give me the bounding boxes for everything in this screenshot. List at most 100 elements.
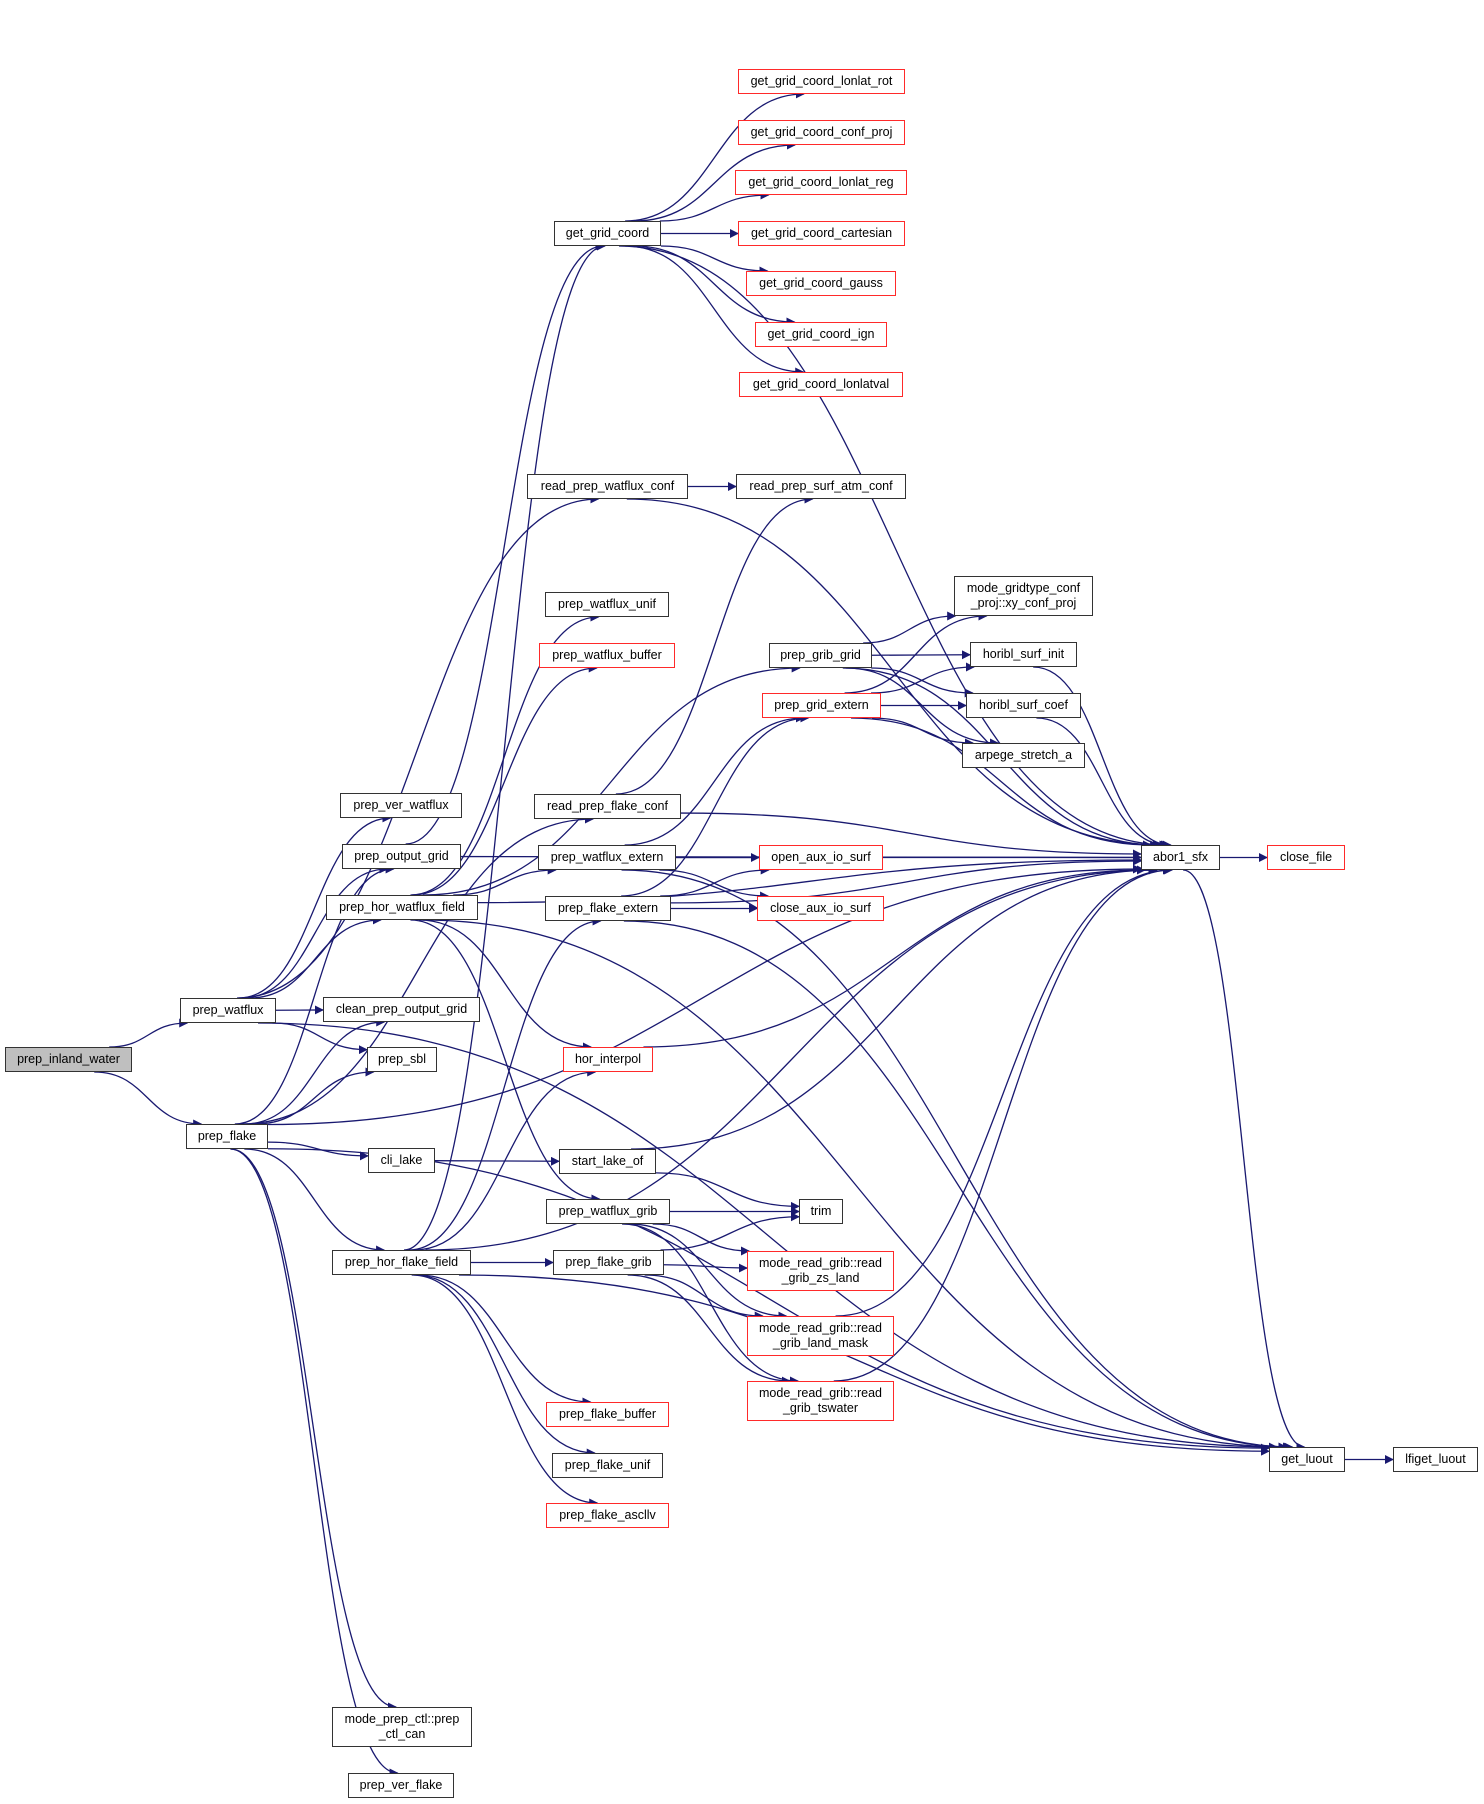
edge-prep-hor-flake-field-to-abor1-sfx <box>425 865 1158 1251</box>
node-prep-watflux-buffer[interactable]: prep_watflux_buffer <box>539 643 675 668</box>
node-gc-ign[interactable]: get_grid_coord_ign <box>755 322 887 347</box>
node-read-grib-tswater[interactable]: mode_read_grib::read _grib_tswater <box>747 1381 894 1421</box>
node-prep-hor-flake-field[interactable]: prep_hor_flake_field <box>332 1250 471 1275</box>
node-read-grib-zs-land[interactable]: mode_read_grib::read _grib_zs_land <box>747 1251 894 1291</box>
node-lfiget-luout[interactable]: lfiget_luout <box>1393 1447 1478 1472</box>
edge-prep-flake-to-read-prep-flake-conf <box>241 814 594 1125</box>
node-prep-hor-watflux-field[interactable]: prep_hor_watflux_field <box>326 895 478 920</box>
edge-read-prep-flake-conf-to-abor1-sfx <box>680 812 1142 859</box>
edge-prep-hor-watflux-field-to-get-luout <box>422 919 1288 1452</box>
edge-prep-watflux-to-prep-hor-watflux-field <box>249 915 382 999</box>
node-clean-prep-output-grid[interactable]: clean_prep_output_grid <box>323 997 480 1022</box>
node-prep-flake-unif[interactable]: prep_flake_unif <box>552 1453 663 1478</box>
node-close-aux-io-surf[interactable]: close_aux_io_surf <box>757 896 884 921</box>
edge-prep-flake-extern-to-get-luout <box>623 920 1293 1452</box>
edge-get-grid-coord-to-gc-lonlat-reg <box>659 190 770 222</box>
edge-prep-flake-to-prep-sbl <box>255 1067 375 1125</box>
node-prep-watflux-unif[interactable]: prep_watflux_unif <box>545 592 669 617</box>
edge-get-grid-coord-to-gc-gauss <box>660 245 769 276</box>
node-arpege-stretch-a[interactable]: arpege_stretch_a <box>962 743 1085 768</box>
edge-prep-watflux-extern-to-prep-grid-extern <box>624 713 805 846</box>
node-abor1-sfx[interactable]: abor1_sfx <box>1141 845 1220 870</box>
edge-prep-hor-watflux-field-to-prep-watflux-buffer <box>412 663 598 896</box>
edge-prep-hor-flake-field-to-prep-flake-unif <box>414 1274 596 1458</box>
edge-prep-hor-flake-field-to-prep-flake-buffer <box>418 1274 592 1407</box>
node-gc-gauss[interactable]: get_grid_coord_gauss <box>746 271 896 296</box>
node-prep-grid-extern[interactable]: prep_grid_extern <box>762 693 881 718</box>
node-gc-conf-proj[interactable]: get_grid_coord_conf_proj <box>738 120 905 145</box>
edge-prep-hor-flake-field-to-hor-interpol <box>414 1067 597 1251</box>
edge-prep-inland-water-to-prep-flake <box>94 1071 203 1129</box>
node-close-file[interactable]: close_file <box>1267 845 1345 870</box>
edge-prep-flake-to-prep-output-grid <box>234 864 395 1125</box>
edge-abor1-sfx-to-get-luout <box>1183 869 1306 1452</box>
edge-prep-hor-flake-field-to-get-grid-coord <box>403 241 606 1251</box>
edge-prep-grid-extern-to-horibl-surf-init <box>871 662 975 694</box>
edge-read-grib-land-mask-to-abor1-sfx <box>835 865 1172 1317</box>
node-prep-flake-extern[interactable]: prep_flake_extern <box>545 896 671 921</box>
edge-prep-hor-watflux-field-to-hor-interpol <box>418 919 592 1052</box>
node-gc-lonlat-reg[interactable]: get_grid_coord_lonlat_reg <box>735 170 907 195</box>
node-open-aux-io-surf[interactable]: open_aux_io_surf <box>759 845 883 870</box>
node-read-prep-watflux-conf[interactable]: read_prep_watflux_conf <box>527 474 688 499</box>
node-get-luout[interactable]: get_luout <box>1269 1447 1345 1472</box>
node-get-grid-coord[interactable]: get_grid_coord <box>554 221 661 246</box>
edge-start-lake-of-to-trim <box>655 1172 800 1211</box>
edge-cli-lake-to-start-lake-of <box>434 1156 560 1166</box>
edge-start-lake-of-to-abor1-sfx <box>631 865 1158 1150</box>
edge-prep-grid-extern-to-abor1-sfx <box>851 717 1152 850</box>
edge-prep-flake-extern-to-open-aux-io-surf <box>660 865 770 897</box>
edge-prep-hor-watflux-field-to-prep-watflux-unif <box>410 612 600 896</box>
node-xy-conf-proj[interactable]: mode_gridtype_conf _proj::xy_conf_proj <box>954 576 1093 616</box>
node-prep-ctl-can[interactable]: mode_prep_ctl::prep _ctl_can <box>332 1707 472 1747</box>
edge-read-grib-tswater-to-abor1-sfx <box>833 865 1174 1382</box>
node-gc-lonlat-rot[interactable]: get_grid_coord_lonlat_rot <box>738 69 905 94</box>
node-read-prep-surf-atm-conf[interactable]: read_prep_surf_atm_conf <box>736 474 906 499</box>
node-cli-lake[interactable]: cli_lake <box>368 1148 435 1173</box>
edge-get-grid-coord-to-gc-lonlatval <box>625 245 805 377</box>
node-trim[interactable]: trim <box>799 1199 843 1224</box>
node-prep-watflux-extern[interactable]: prep_watflux_extern <box>538 845 676 870</box>
node-horibl-surf-init[interactable]: horibl_surf_init <box>970 642 1077 667</box>
node-prep-output-grid[interactable]: prep_output_grid <box>342 844 461 869</box>
node-prep-grib-grid[interactable]: prep_grib_grid <box>769 643 872 668</box>
edge-prep-flake-extern-to-prep-grid-extern <box>621 713 810 897</box>
edge-prep-flake-to-prep-hor-flake-field <box>244 1148 386 1255</box>
node-prep-inland-water[interactable]: prep_inland_water <box>5 1047 132 1072</box>
node-start-lake-of[interactable]: start_lake_of <box>559 1149 656 1174</box>
edge-prep-flake-grib-to-read-grib-zs-land <box>663 1263 748 1273</box>
edge-prep-watflux-to-prep-output-grid <box>242 864 389 999</box>
edge-prep-flake-to-abor1-sfx <box>267 864 1142 1126</box>
node-hor-interpol[interactable]: hor_interpol <box>563 1047 653 1072</box>
node-prep-watflux-grib[interactable]: prep_watflux_grib <box>546 1199 670 1224</box>
node-prep-watflux[interactable]: prep_watflux <box>180 998 276 1023</box>
node-prep-flake-grib[interactable]: prep_flake_grib <box>553 1250 664 1275</box>
edge-prep-grid-extern-to-xy-conf-proj <box>844 611 988 694</box>
edge-prep-flake-grib-to-trim <box>660 1212 800 1251</box>
edge-prep-hor-flake-field-to-get-luout <box>458 1274 1270 1456</box>
edge-prep-watflux-grib-to-read-grib-tswater <box>622 1223 799 1386</box>
node-gc-cartesian[interactable]: get_grid_coord_cartesian <box>738 221 905 246</box>
node-prep-flake[interactable]: prep_flake <box>186 1124 268 1149</box>
node-prep-flake-buffer[interactable]: prep_flake_buffer <box>546 1402 669 1427</box>
node-read-prep-flake-conf[interactable]: read_prep_flake_conf <box>534 794 681 819</box>
edge-prep-inland-water-to-prep-watflux <box>109 1018 189 1048</box>
node-prep-sbl[interactable]: prep_sbl <box>367 1047 437 1072</box>
node-prep-flake-ascllv[interactable]: prep_flake_ascllv <box>546 1503 669 1528</box>
edge-horibl-surf-init-to-abor1-sfx <box>1033 666 1172 850</box>
node-gc-lonlatval[interactable]: get_grid_coord_lonlatval <box>739 372 903 397</box>
edge-prep-hor-watflux-field-to-prep-watflux-extern <box>453 865 557 896</box>
node-prep-ver-watflux[interactable]: prep_ver_watflux <box>340 793 462 818</box>
edge-hor-interpol-to-abor1-sfx <box>643 865 1146 1048</box>
edge-prep-flake-grib-to-read-grib-tswater <box>627 1274 791 1386</box>
node-horibl-surf-coef[interactable]: horibl_surf_coef <box>966 693 1081 718</box>
edge-prep-watflux-to-read-prep-watflux-conf <box>237 494 600 999</box>
node-prep-ver-flake[interactable]: prep_ver_flake <box>348 1773 454 1798</box>
edge-get-grid-coord-to-abor1-sfx <box>618 245 1170 850</box>
node-read-grib-land-mask[interactable]: mode_read_grib::read _grib_land_mask <box>747 1316 894 1356</box>
edge-prep-flake-to-clean-prep-output-grid <box>244 1017 386 1125</box>
edge-prep-flake-to-prep-ver-flake <box>230 1148 399 1778</box>
edge-prep-flake-to-get-luout <box>267 1148 1270 1453</box>
edge-prep-hor-flake-field-to-prep-flake-extern <box>408 916 602 1251</box>
